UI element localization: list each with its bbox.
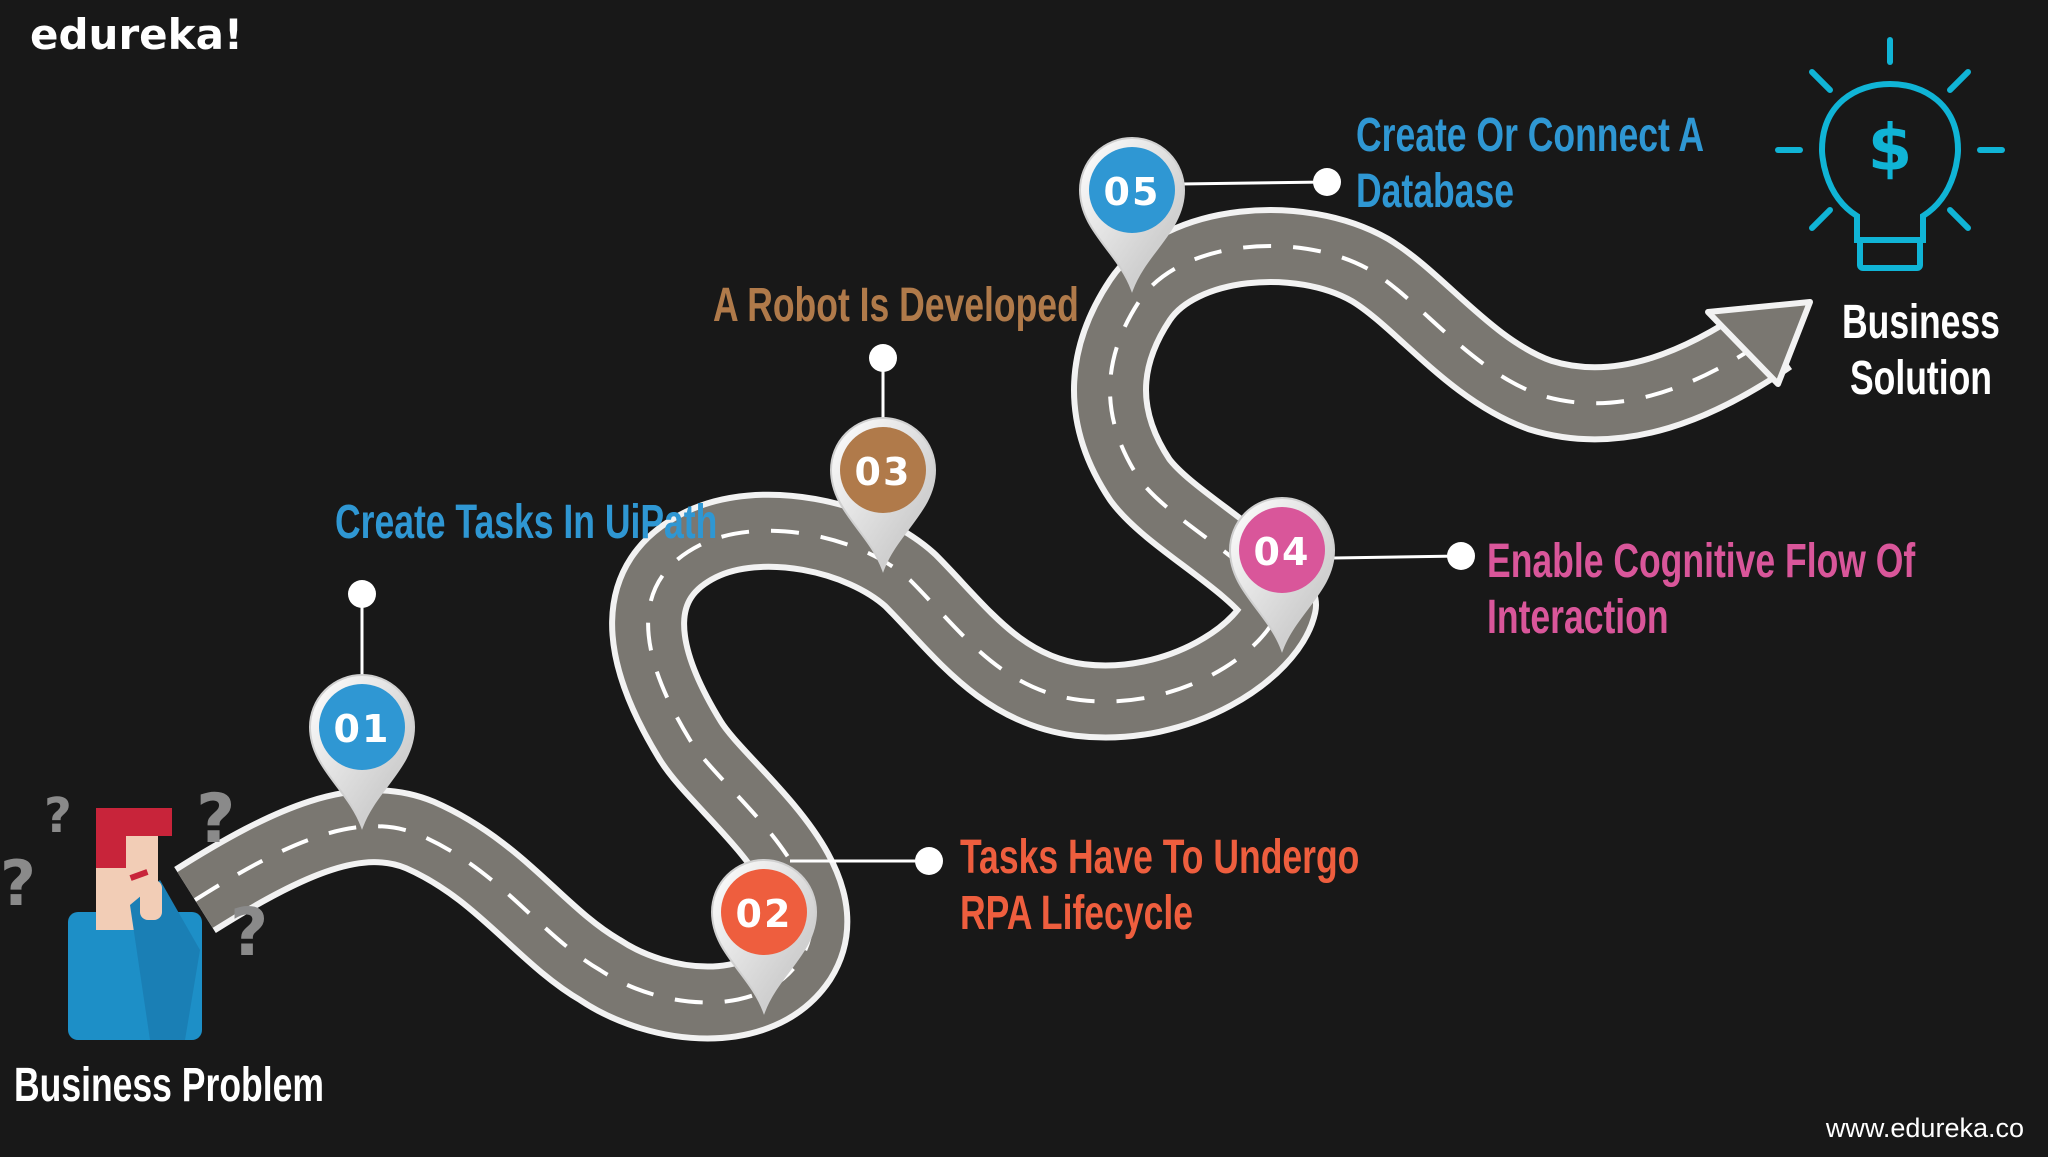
pin-number-04: 04 xyxy=(1254,530,1311,574)
pin-number-01: 01 xyxy=(334,707,391,751)
step-03-line1: A Robot Is Developed xyxy=(713,279,1079,332)
lightbulb-dollar-icon: $ xyxy=(1775,37,2005,271)
step-02-line1: Tasks Have To Undergo xyxy=(960,831,1360,884)
road-arrowhead xyxy=(1705,299,1813,387)
map-pin-01: 01 xyxy=(308,674,416,830)
step-04-line2: Interaction xyxy=(1487,591,1669,644)
connector-04 xyxy=(1333,542,1475,570)
end-label: Business Solution xyxy=(1842,295,2000,407)
step-01-label: Create Tasks In UiPath xyxy=(335,495,717,551)
step-03-label: A Robot Is Developed xyxy=(713,278,1079,334)
svg-text:$: $ xyxy=(1868,112,1913,186)
confused-person-icon xyxy=(68,808,202,1040)
connector-01 xyxy=(348,580,376,682)
step-01-line1: Create Tasks In UiPath xyxy=(335,496,718,549)
end-label-line2: Solution xyxy=(1849,352,1992,405)
end-label-line1: Business xyxy=(1842,296,2000,349)
edureka-logo: edureka! xyxy=(30,10,244,59)
question-mark-icon: ? ? ? ? xyxy=(0,780,268,971)
step-05-line2: Database xyxy=(1356,165,1514,218)
start-label: Business Problem xyxy=(14,1059,324,1112)
step-05-line1: Create Or Connect A xyxy=(1356,109,1705,162)
connector-02 xyxy=(790,847,943,875)
pin-number-02: 02 xyxy=(736,892,793,936)
svg-text:?: ? xyxy=(0,847,36,920)
connector-05 xyxy=(1179,168,1341,196)
map-pin-04: 04 xyxy=(1228,497,1336,653)
map-pin-03: 03 xyxy=(829,417,937,573)
map-pin-05: 05 xyxy=(1078,137,1186,293)
pin-number-05: 05 xyxy=(1104,170,1161,214)
winding-road xyxy=(174,207,1793,1042)
website-watermark: www.edureka.co xyxy=(1825,1113,2024,1143)
svg-text:?: ? xyxy=(44,788,72,844)
svg-text:?: ? xyxy=(196,780,235,859)
step-02-label: Tasks Have To Undergo RPA Lifecycle xyxy=(960,830,1359,942)
svg-text:?: ? xyxy=(230,894,268,971)
step-05-label: Create Or Connect A Database xyxy=(1356,108,1704,220)
pin-number-03: 03 xyxy=(855,450,912,494)
map-pin-02: 02 xyxy=(710,859,818,1015)
step-04-label: Enable Cognitive Flow Of Interaction xyxy=(1487,534,1915,646)
step-02-line2: RPA Lifecycle xyxy=(960,887,1193,940)
step-04-line1: Enable Cognitive Flow Of xyxy=(1487,535,1916,588)
